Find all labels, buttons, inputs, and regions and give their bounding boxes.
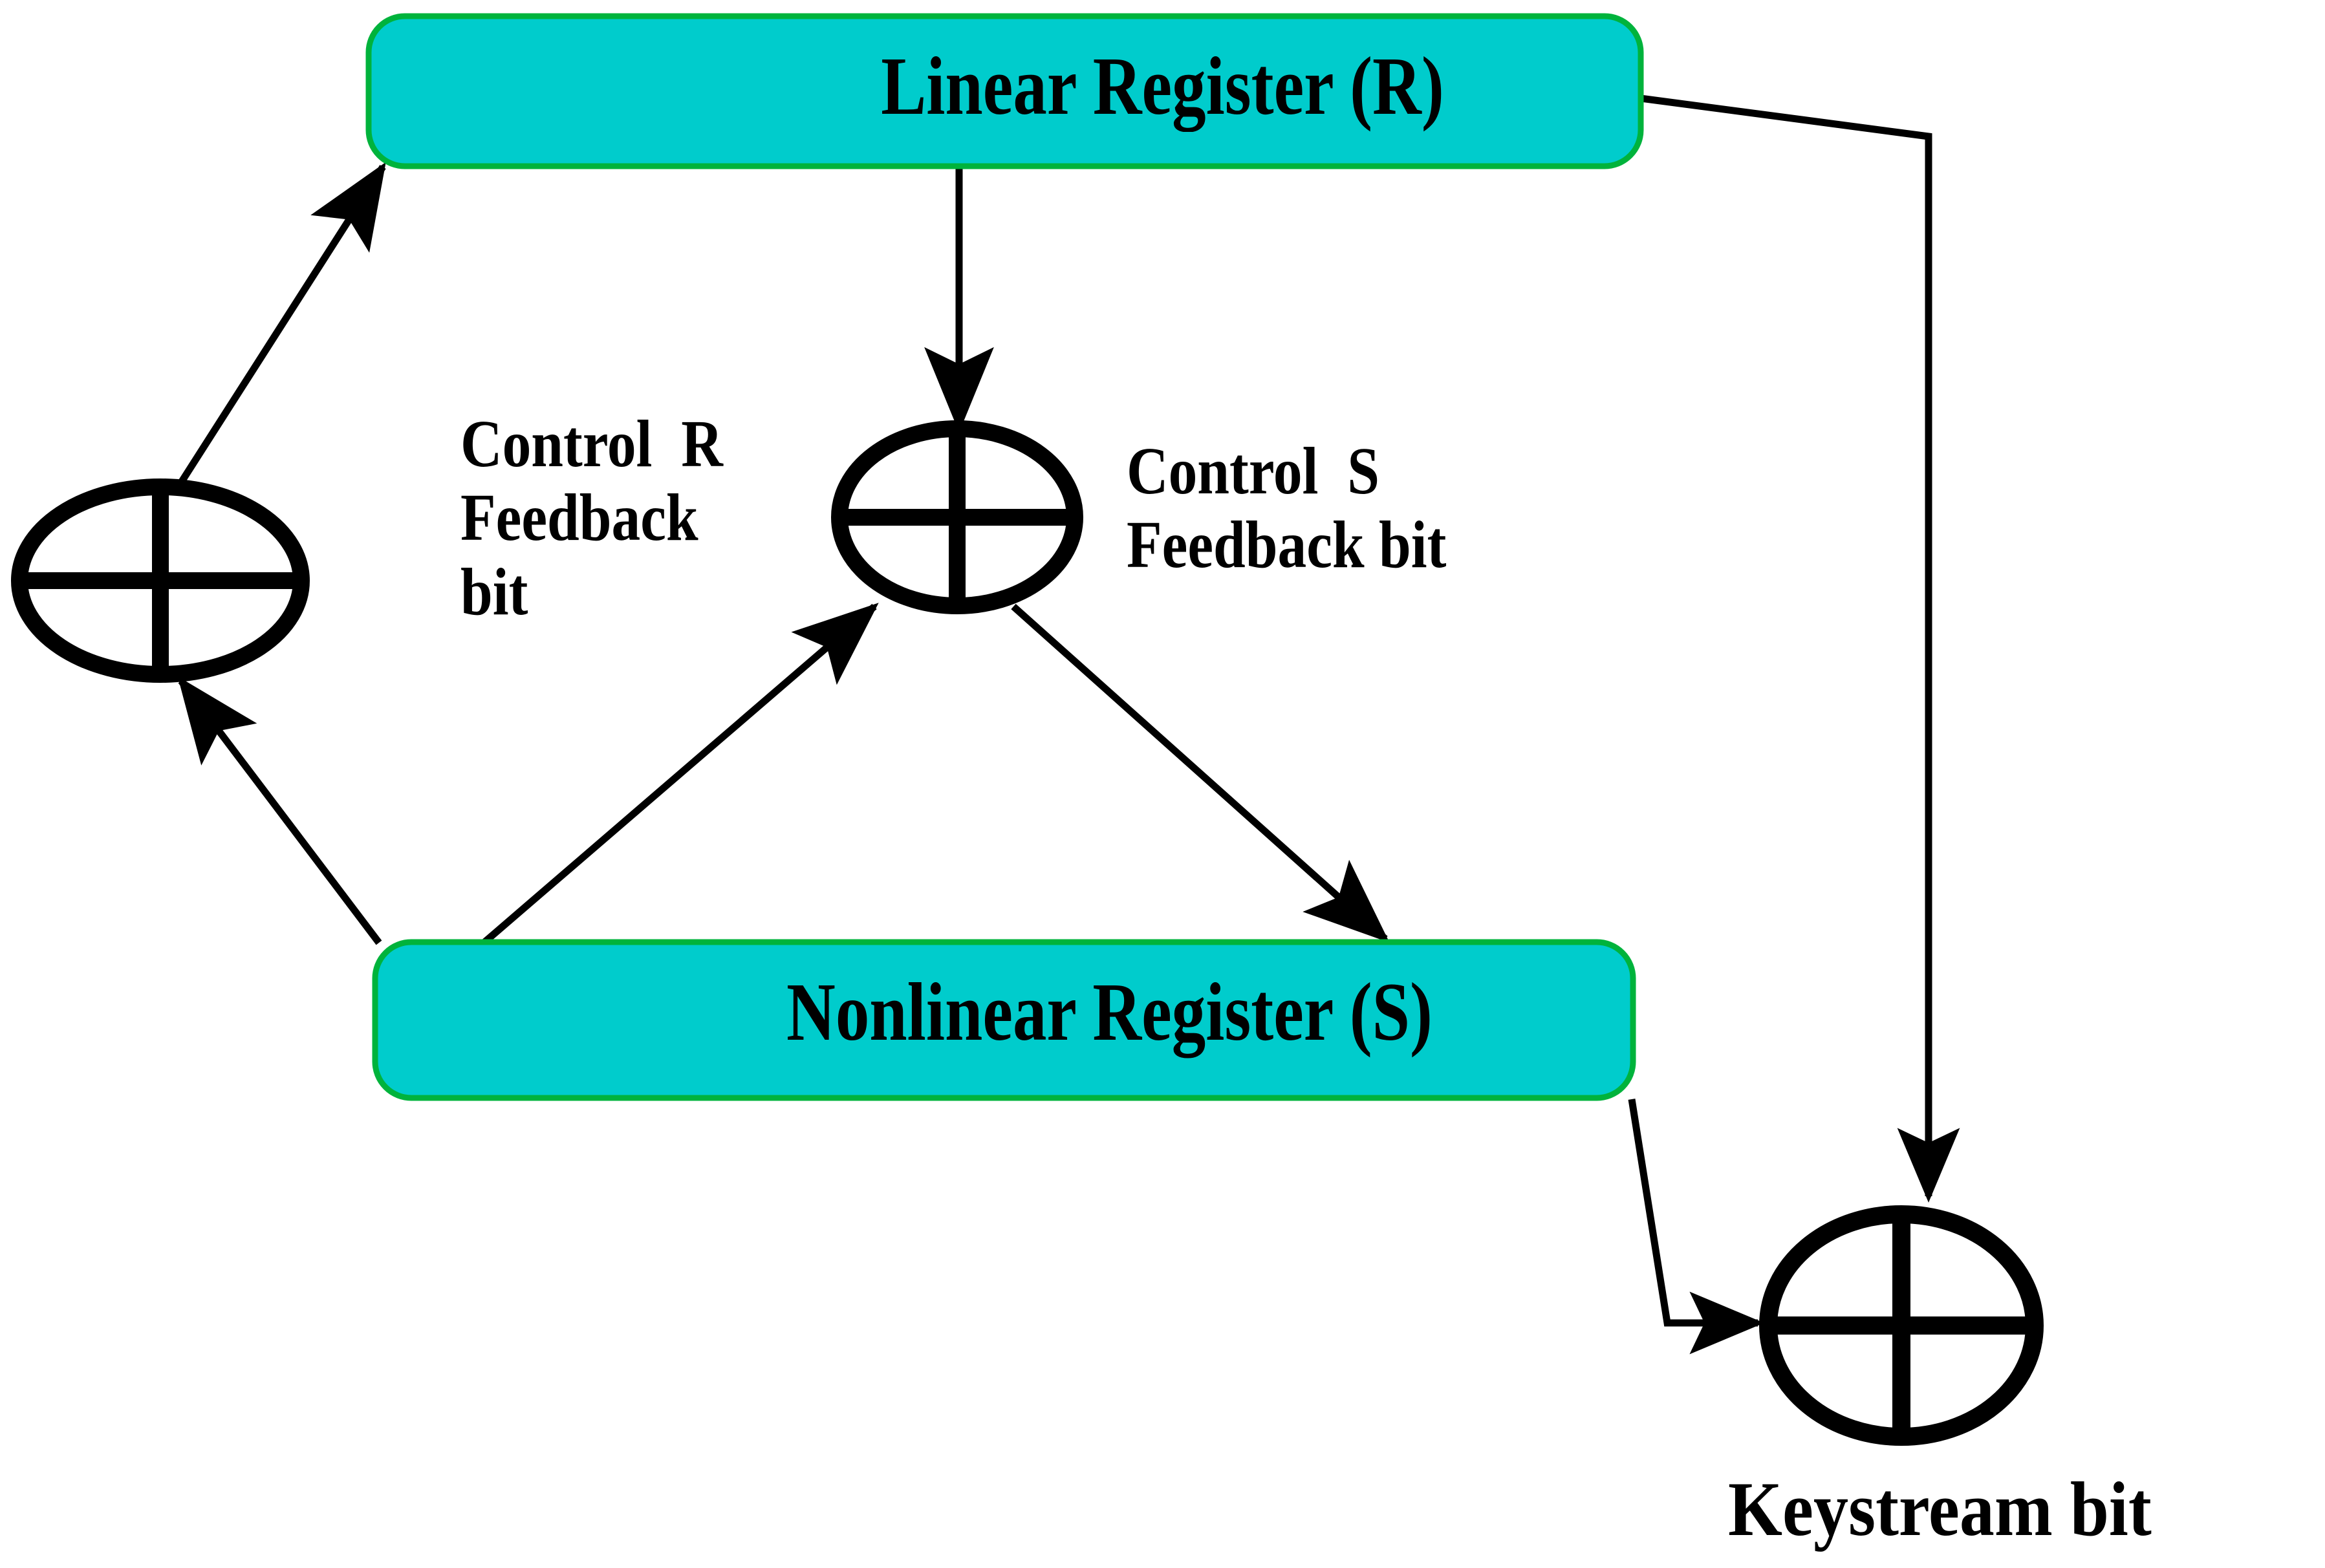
label-control-r-feedback-bit: Control R Feedback bit <box>460 407 723 629</box>
label-keystream-bit: Keystream bit <box>1728 1466 2152 1552</box>
xor-gate-control-r[interactable] <box>11 478 310 683</box>
xor-gate-control-s[interactable] <box>831 420 1083 614</box>
block-label-linear-register: Linear Register (R) <box>881 40 1444 132</box>
connector-xorS-to-nonlinear-register <box>1011 603 1390 943</box>
connector-nonlinear-register-to-xor-keystream <box>1628 1099 1764 1355</box>
connector-nonlinear-register-to-xorS <box>481 603 879 946</box>
block-linear-register[interactable] <box>365 13 1644 169</box>
connector-xorR-to-linear-register <box>160 162 386 513</box>
connector-nonlinear-register-to-xorR <box>177 676 382 945</box>
block-nonlinear-register[interactable] <box>372 939 1636 1101</box>
xor-gate-keystream[interactable] <box>1759 1205 2044 1446</box>
connector-linear-register-to-xor-keystream <box>1640 94 1960 1203</box>
block-label-nonlinear-register: Nonlinear Register (S) <box>786 966 1433 1058</box>
label-control-s-feedback-bit: Control S Feedback bit <box>1127 434 1447 583</box>
